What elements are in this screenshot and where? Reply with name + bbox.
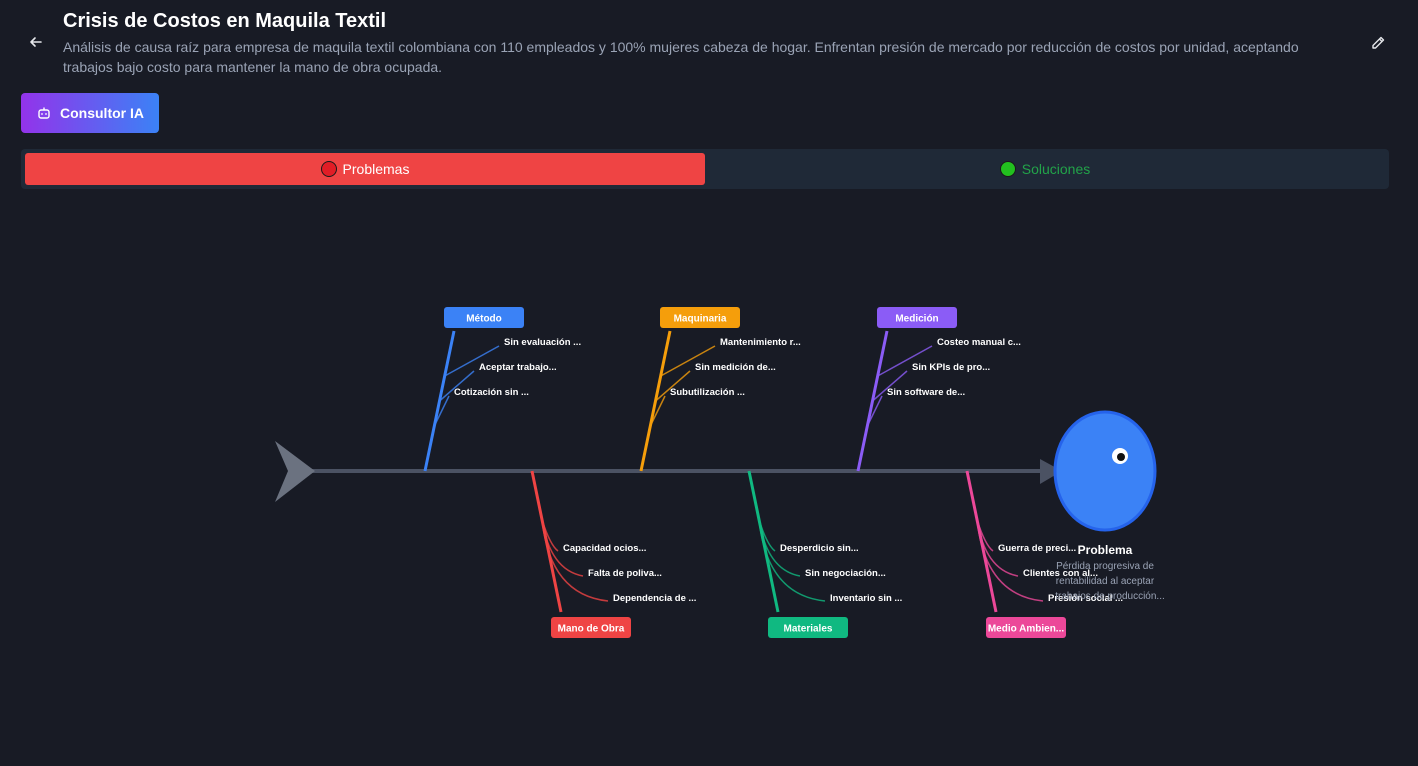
cause-label: Capacidad ocios... [563, 543, 646, 554]
robot-icon [38, 107, 50, 119]
cause-label: Sin evaluación ... [504, 337, 581, 348]
red-circle-icon [320, 161, 337, 177]
cause-line [649, 395, 666, 427]
category-label: Medio Ambien... [988, 624, 1065, 635]
cause-label: Inventario sin ... [830, 593, 902, 604]
cause-label: Mantenimiento r... [720, 337, 801, 348]
category-label: Materiales [784, 624, 833, 635]
fish-pupil [1117, 453, 1125, 461]
view-tabs: Problemas Soluciones [21, 149, 1389, 189]
cause-line [660, 345, 716, 377]
cause-line [439, 370, 475, 402]
problem-description-line: rentabilidad al aceptar [1056, 576, 1155, 587]
problem-title: Problema [1078, 543, 1133, 557]
pencil-icon [1372, 36, 1385, 49]
green-circle-icon [999, 161, 1016, 177]
category-label-box [877, 307, 957, 328]
spine-arrowhead [1040, 459, 1062, 484]
cause-label: Sin negociación... [805, 568, 886, 579]
ai-button-label: Consultor IA [60, 105, 144, 121]
cause-line [877, 345, 933, 377]
category-label: Mano de Obra [558, 624, 625, 635]
cause-line [866, 395, 883, 427]
cause-label: Subutilización ... [670, 387, 745, 398]
cause-label: Guerra de preci... [998, 543, 1076, 554]
cause-line [444, 345, 500, 377]
cause-label: Falta de poliva... [588, 568, 662, 579]
cause-label: Sin software de... [887, 387, 965, 398]
cause-label: Aceptar trabajo... [479, 362, 557, 373]
cause-line [976, 519, 1044, 602]
cause-label: Desperdicio sin... [780, 543, 859, 554]
cause-line [872, 370, 908, 402]
category-label-box [444, 307, 524, 328]
category-label-box [660, 307, 740, 328]
fish-tail [275, 441, 315, 502]
page-title: Crisis de Costos en Maquila Textil [63, 10, 387, 32]
category-label: Método [466, 314, 502, 325]
cause-label: Cotización sin ... [454, 387, 529, 398]
category-label-box [986, 617, 1066, 638]
page-description: Análisis de causa raíz para empresa de m… [63, 39, 1299, 75]
tab-problemas[interactable]: Problemas [25, 153, 705, 185]
cause-label: Sin KPIs de pro... [912, 362, 990, 373]
category-label-box [551, 617, 631, 638]
cause-line [655, 370, 691, 402]
category-label: Medición [895, 314, 938, 325]
cause-label: Sin medición de... [695, 362, 776, 373]
back-button[interactable] [24, 30, 48, 54]
category-label-box [768, 617, 848, 638]
cause-label: Presión social ... [1048, 593, 1123, 604]
cause-label: Dependencia de ... [613, 593, 696, 604]
page-header: Crisis de Costos en Maquila Textil Análi… [0, 0, 1418, 90]
category-branch[interactable]: Medio Ambien... Guerra de preci... Cliente… [965, 470, 1123, 638]
tab-soluciones[interactable]: Soluciones [705, 153, 1385, 185]
tab-label: Problemas [342, 161, 410, 177]
tab-label: Soluciones [1021, 161, 1091, 177]
cause-label: Clientes con al... [1023, 568, 1098, 579]
problem-head[interactable]: Problema Pérdida progresiva de rentabili… [1053, 410, 1165, 602]
ai-consultant-button[interactable]: Consultor IA [21, 93, 159, 133]
category-label: Maquinaria [674, 314, 727, 325]
problem-description-line: Pérdida progresiva de [1056, 561, 1154, 572]
edit-button[interactable] [1366, 31, 1390, 55]
category-branch[interactable]: Materiales Desperdicio sin... Sin negociac… [747, 470, 902, 638]
category-branch[interactable]: Mano de Obra Capacidad ocios... Falta de p… [530, 470, 696, 638]
problem-description-line: trabajos de producción... [1055, 591, 1165, 602]
cause-line [433, 395, 450, 427]
cause-line [758, 519, 826, 602]
cause-label: Costeo manual c... [937, 337, 1021, 348]
cause-line [541, 519, 609, 602]
problem-head-ellipse [1053, 410, 1157, 532]
arrow-left-icon [30, 37, 42, 47]
